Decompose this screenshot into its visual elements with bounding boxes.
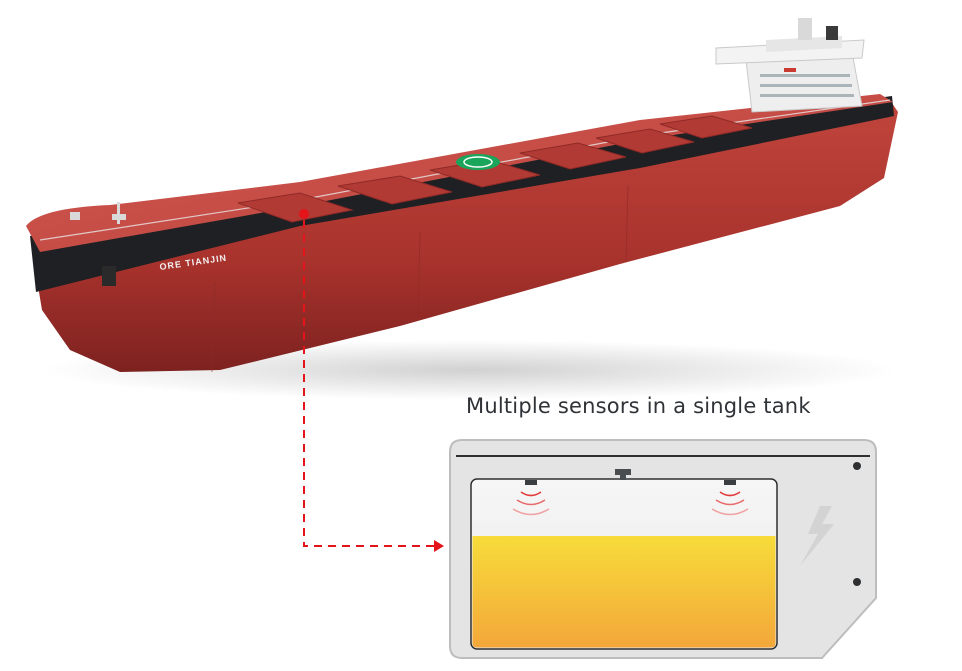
diagram-caption: Multiple sensors in a single tank: [466, 394, 811, 418]
sensor-left: [512, 480, 550, 516]
helipad: [456, 154, 500, 170]
sensor-location-dot: [299, 209, 309, 219]
anchor: [102, 266, 116, 286]
ship-illustration: ORE TIANJIN: [26, 18, 900, 400]
screw-bottom: [853, 578, 861, 586]
connector-line: [303, 220, 434, 547]
sensor-right: [711, 480, 749, 516]
lightning-bolt-icon: [800, 506, 834, 566]
hull-lines: [211, 185, 629, 373]
connector: [299, 209, 444, 552]
tank-hatch: [615, 469, 631, 475]
ship-hull: [34, 100, 898, 372]
screw-top: [853, 462, 861, 470]
tank-panel: [449, 439, 877, 659]
tank-hatch-stem: [620, 475, 626, 480]
bow-equipment: [70, 202, 126, 224]
hatch-covers: [237, 115, 753, 223]
superstructure: [715, 18, 865, 113]
tank-liquid: [472, 536, 776, 648]
connector-arrowhead: [434, 540, 444, 552]
